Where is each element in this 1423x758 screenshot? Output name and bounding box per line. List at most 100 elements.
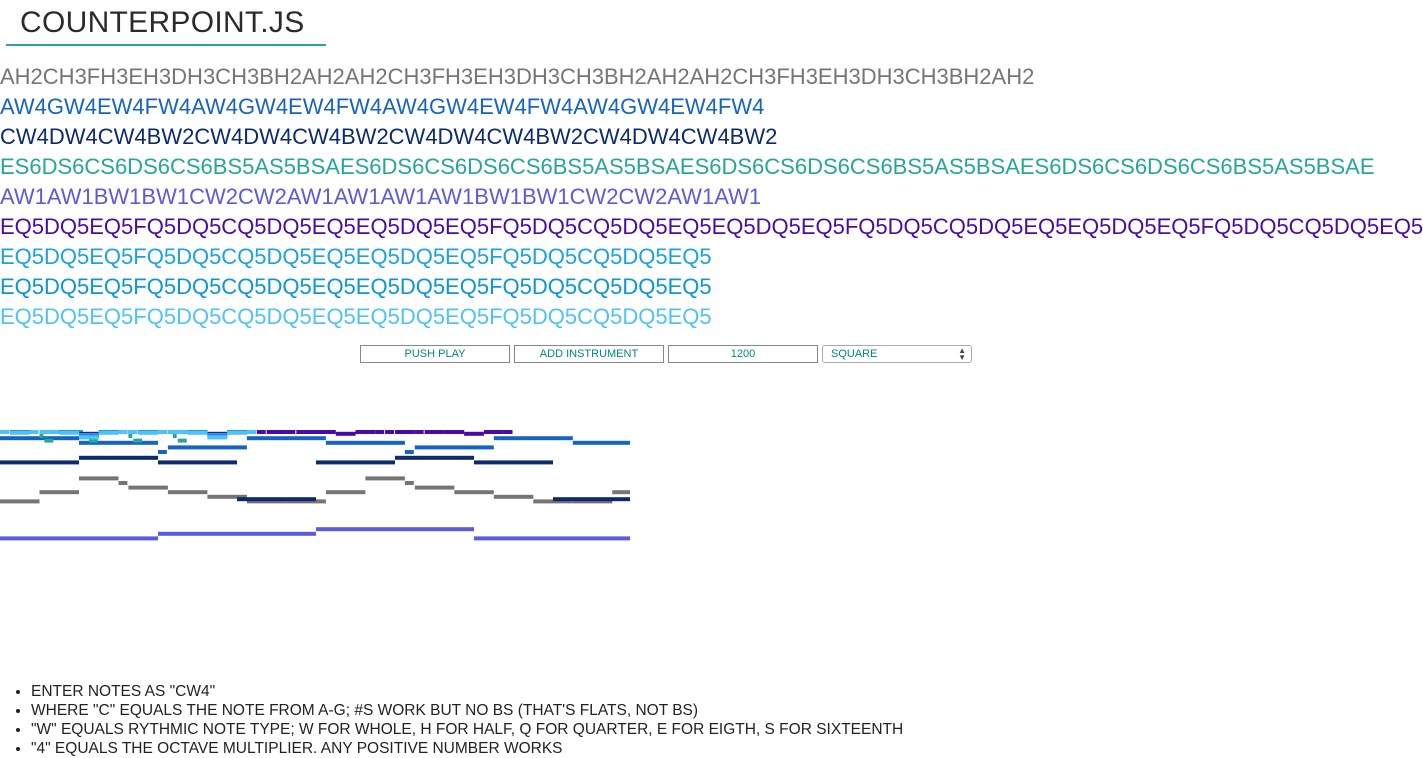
roll-note — [553, 536, 630, 541]
roll-note — [9, 430, 30, 435]
roll-note — [172, 434, 177, 438]
roll-note — [158, 460, 237, 465]
roll-note — [286, 430, 296, 434]
roll-note — [553, 497, 630, 502]
roll-note — [79, 536, 158, 541]
roll-note — [493, 494, 534, 499]
roll-note — [385, 430, 394, 434]
roll-note — [503, 430, 513, 434]
roll-note — [128, 434, 133, 438]
tempo-input[interactable] — [668, 345, 818, 363]
roll-note — [79, 476, 119, 481]
roll-note — [98, 430, 119, 435]
roll-note — [237, 531, 316, 536]
roll-note — [0, 460, 79, 465]
instruction-item: ENTER NOTES AS "CW4" — [31, 682, 1351, 701]
sequence-line-9: EQ5DQ5EQ5FQ5DQ5CQ5DQ5EQ5EQ5DQ5EQ5FQ5DQ5C… — [0, 304, 712, 329]
roll-note — [79, 440, 158, 445]
roll-note — [444, 430, 465, 434]
roll-note — [88, 438, 98, 443]
roll-note — [256, 430, 266, 434]
page-title: COUNTERPOINT.JS — [20, 6, 305, 39]
roll-note — [572, 440, 631, 445]
roll-note — [237, 497, 316, 502]
sequence-line-2: AW4GW4EW4FW4AW4GW4EW4FW4AW4GW4EW4FW4AW4G… — [0, 94, 765, 119]
roll-note — [0, 436, 79, 441]
roll-note — [167, 445, 247, 450]
control-bar: PUSH PLAY ADD INSTRUMENT SQUARE ▲▼ — [0, 345, 1341, 365]
waveform-select[interactable]: SQUARE ▲▼ — [822, 345, 972, 363]
roll-note — [29, 430, 39, 434]
roll-note — [325, 490, 366, 495]
roll-note — [266, 430, 287, 434]
roll-note — [177, 438, 187, 443]
roll-note — [39, 434, 44, 438]
roll-note — [424, 430, 445, 434]
sequence-line-8: EQ5DQ5EQ5FQ5DQ5CQ5DQ5EQ5EQ5DQ5EQ5FQ5DQ5C… — [0, 274, 712, 299]
roll-note — [79, 435, 99, 440]
roll-note — [316, 527, 395, 532]
roll-note — [414, 430, 424, 434]
roll-note — [59, 430, 80, 435]
roll-note — [483, 430, 504, 434]
roll-note — [316, 430, 336, 434]
roll-note — [246, 436, 326, 441]
roll-note — [39, 490, 79, 495]
roll-note — [414, 485, 455, 490]
piano-roll-visualization — [0, 430, 631, 541]
roll-note — [0, 430, 9, 434]
roll-note — [533, 499, 573, 504]
roll-note — [167, 490, 208, 495]
roll-note — [79, 455, 158, 460]
sequence-line-1: AH2CH3FH3EH3DH3CH3BH2AH2AH2CH3FH3EH3DH3C… — [0, 64, 1035, 89]
sequence-line-7: EQ5DQ5EQ5FQ5DQ5CQ5DQ5EQ5EQ5DQ5EQ5FQ5DQ5C… — [0, 244, 712, 269]
roll-note — [187, 430, 208, 435]
roll-note — [158, 430, 167, 434]
play-button[interactable]: PUSH PLAY — [360, 345, 510, 363]
roll-note — [158, 531, 237, 536]
roll-note — [395, 430, 415, 434]
sequence-line-5: AW1AW1BW1BW1CW2CW2AW1AW1AW1AW1BW1BW1CW2C… — [0, 184, 762, 209]
roll-note — [325, 440, 405, 445]
roll-note — [227, 430, 247, 435]
roll-note — [128, 430, 138, 434]
roll-note — [286, 499, 326, 504]
roll-note — [167, 430, 188, 434]
roll-note — [118, 430, 128, 434]
roll-note — [474, 460, 553, 465]
roll-note — [404, 481, 414, 485]
roll-note — [572, 499, 613, 504]
roll-note — [118, 481, 128, 485]
roll-note — [474, 536, 553, 541]
roll-note — [296, 430, 317, 434]
roll-note — [246, 430, 256, 434]
select-arrows-icon: ▲▼ — [958, 346, 966, 362]
sequence-line-4: ES6DS6CS6DS6CS6BS5AS5BSAES6DS6CS6DS6CS6B… — [0, 154, 1375, 179]
roll-note — [138, 430, 159, 435]
roll-note — [365, 476, 405, 481]
roll-note — [335, 431, 356, 436]
roll-note — [375, 430, 385, 434]
roll-note — [612, 490, 631, 495]
roll-note — [0, 536, 79, 541]
roll-note — [246, 499, 287, 504]
roll-note — [316, 460, 395, 465]
sequence-list: AH2CH3FH3EH3DH3CH3BH2AH2AH2CH3FH3EH3DH3C… — [0, 62, 1423, 332]
sequence-line-6: EQ5DQ5EQ5FQ5DQ5CQ5DQ5EQ5EQ5DQ5EQ5FQ5DQ5C… — [0, 214, 1423, 239]
instructions-list: ENTER NOTES AS "CW4" WHERE "C" EQUALS TH… — [12, 682, 1351, 758]
roll-note — [207, 494, 247, 499]
roll-note — [207, 435, 228, 440]
roll-note — [44, 438, 54, 443]
roll-note — [395, 455, 474, 460]
instruction-item: WHERE "C" EQUALS THE NOTE FROM A-G; #S W… — [31, 701, 1351, 720]
add-instrument-button[interactable]: ADD INSTRUMENT — [514, 345, 664, 363]
roll-note — [39, 430, 60, 434]
roll-note — [128, 485, 168, 490]
roll-note — [454, 490, 494, 495]
roll-note — [133, 438, 143, 443]
roll-note — [404, 450, 414, 454]
roll-note — [395, 527, 474, 532]
waveform-selected-value: SQUARE — [831, 348, 878, 360]
sequence-line-3: CW4DW4CW4BW2CW4DW4CW4BW2CW4DW4CW4BW2CW4D… — [0, 124, 778, 149]
roll-note — [355, 430, 376, 434]
